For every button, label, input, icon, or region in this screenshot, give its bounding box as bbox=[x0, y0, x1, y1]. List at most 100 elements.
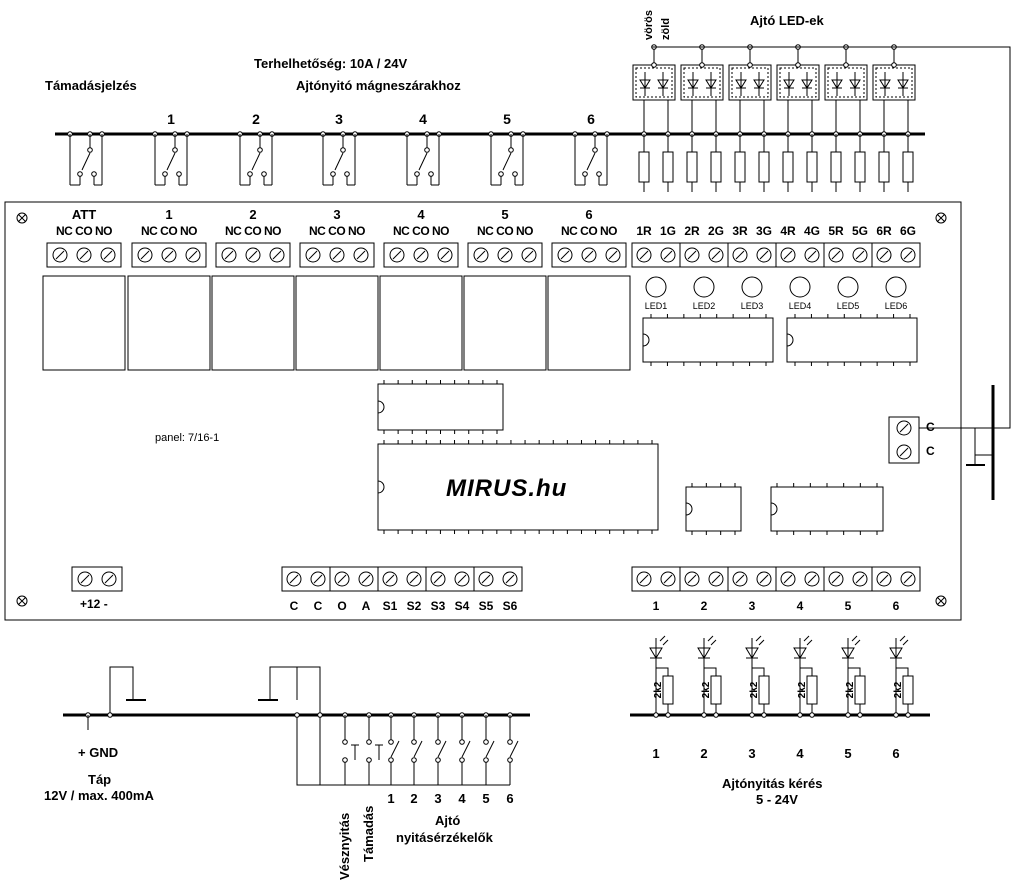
relay-terminal-2 bbox=[215, 242, 291, 268]
door-led-module-5 bbox=[824, 64, 868, 101]
led-green-label: zöld bbox=[660, 18, 672, 40]
top-relay-number-4: 4 bbox=[419, 111, 427, 127]
sensor-number-4: 4 bbox=[458, 791, 466, 806]
resistor-label-4: 2k2 bbox=[797, 681, 808, 698]
relay-contact-4 bbox=[418, 152, 428, 171]
request-resistor-4 bbox=[806, 675, 818, 705]
relay-box-0 bbox=[42, 275, 126, 371]
sensor-number-5: 5 bbox=[482, 791, 489, 806]
gnd-label: + GND bbox=[78, 745, 118, 760]
relay-contact-0 bbox=[81, 152, 91, 171]
top-relay-number-1: 1 bbox=[167, 111, 175, 127]
door-led-module-1 bbox=[632, 64, 676, 101]
sensor-switch-3 bbox=[437, 740, 447, 758]
c-terminal-block bbox=[888, 416, 920, 464]
mounting-hole bbox=[16, 595, 28, 607]
main-ic bbox=[377, 443, 659, 531]
led-resistor bbox=[758, 151, 770, 183]
ic-upper bbox=[377, 383, 504, 431]
relay-contact-1 bbox=[166, 152, 176, 171]
c-label-1: C bbox=[926, 420, 935, 434]
led-terminal-label-11: 6G bbox=[900, 224, 916, 238]
relay-pins-1: NC CO NO bbox=[141, 224, 197, 238]
sensor-number-1: 1 bbox=[387, 791, 394, 806]
request-led-5 bbox=[841, 647, 855, 659]
relay-pins-0: NC CO NO bbox=[56, 224, 112, 238]
top-relay-number-3: 3 bbox=[335, 111, 343, 127]
door-leds-label: Ajtó LED-ek bbox=[750, 13, 824, 28]
relay-contact-5 bbox=[502, 152, 512, 171]
sensor-switch-6 bbox=[509, 740, 519, 758]
controller-panel bbox=[4, 201, 962, 621]
panel-led-6 bbox=[885, 276, 907, 298]
attack-signal-label: Támadásjelzés bbox=[45, 78, 137, 93]
sensor-switch-5 bbox=[485, 740, 495, 758]
relay-box-5 bbox=[463, 275, 547, 371]
request-led-1 bbox=[649, 647, 663, 659]
resistor-label-1: 2k2 bbox=[653, 681, 664, 698]
request-led-3 bbox=[745, 647, 759, 659]
mirus-logo: MIRUS.hu bbox=[446, 475, 567, 502]
emergency-label: Vésznyitás bbox=[337, 813, 352, 880]
sensor-switch-1 bbox=[390, 740, 400, 758]
panel-led-3 bbox=[741, 276, 763, 298]
request-led-2 bbox=[697, 647, 711, 659]
led-resistor bbox=[662, 151, 674, 183]
relay-terminal-3 bbox=[299, 242, 375, 268]
led-resistor bbox=[878, 151, 890, 183]
input-label-9: S6 bbox=[503, 599, 518, 613]
input-label-1: C bbox=[314, 599, 323, 613]
input-label-3: A bbox=[362, 599, 371, 613]
relay-terminal-1 bbox=[131, 242, 207, 268]
relay-header-6: 6 bbox=[585, 207, 592, 222]
led-terminal-label-1: 1G bbox=[660, 224, 676, 238]
ic-right bbox=[770, 486, 884, 532]
relay-header-3: 3 bbox=[333, 207, 340, 222]
relay-contact-2 bbox=[251, 152, 261, 171]
led-terminal-label-8: 5R bbox=[828, 224, 844, 238]
sensor-switch-4 bbox=[461, 740, 471, 758]
led-resistor bbox=[638, 151, 650, 183]
top-relay-number-5: 5 bbox=[503, 111, 511, 127]
request-resistor-2 bbox=[710, 675, 722, 705]
relay-box-3 bbox=[295, 275, 379, 371]
door-led-module-6 bbox=[872, 64, 916, 101]
request-number-panel-3: 3 bbox=[749, 599, 756, 613]
request-resistor-6 bbox=[902, 675, 914, 705]
relay-header-1: 1 bbox=[165, 207, 172, 222]
led-resistor bbox=[734, 151, 746, 183]
power-terminal-block bbox=[71, 566, 123, 592]
sensor-number-6: 6 bbox=[506, 791, 513, 806]
request-number-panel-2: 2 bbox=[701, 599, 708, 613]
request-led-4 bbox=[793, 647, 807, 659]
relay-pins-4: NC CO NO bbox=[393, 224, 449, 238]
relay-pins-2: NC CO NO bbox=[225, 224, 281, 238]
led-resistor bbox=[830, 151, 842, 183]
relay-box-6 bbox=[547, 275, 631, 371]
panel-led-5 bbox=[837, 276, 859, 298]
request-number-panel-1: 1 bbox=[653, 599, 660, 613]
resistor-label-5: 2k2 bbox=[845, 681, 856, 698]
input-label-0: C bbox=[290, 599, 299, 613]
led-resistor bbox=[710, 151, 722, 183]
relay-pins-3: NC CO NO bbox=[309, 224, 365, 238]
panel-led-name-4: LED4 bbox=[789, 301, 812, 311]
led-terminal-label-4: 3R bbox=[732, 224, 748, 238]
relay-box-1 bbox=[127, 275, 211, 371]
ic-led-driver-2 bbox=[786, 317, 918, 363]
input-label-6: S3 bbox=[431, 599, 446, 613]
request-number-6: 6 bbox=[892, 746, 899, 761]
request-resistor-5 bbox=[854, 675, 866, 705]
attack-label: Támadás bbox=[361, 806, 376, 862]
power-title: Táp bbox=[88, 772, 111, 787]
resistor-label-2: 2k2 bbox=[701, 681, 712, 698]
panel-led-name-3: LED3 bbox=[741, 301, 764, 311]
panel-led-name-1: LED1 bbox=[645, 301, 668, 311]
request-resistor-1 bbox=[662, 675, 674, 705]
panel-led-name-5: LED5 bbox=[837, 301, 860, 311]
panel-led-4 bbox=[789, 276, 811, 298]
power-label: +12 - bbox=[80, 597, 108, 611]
load-rating-label: Terhelhetőség: 10A / 24V bbox=[254, 56, 407, 71]
led-resistor bbox=[782, 151, 794, 183]
door-led-module-4 bbox=[776, 64, 820, 101]
